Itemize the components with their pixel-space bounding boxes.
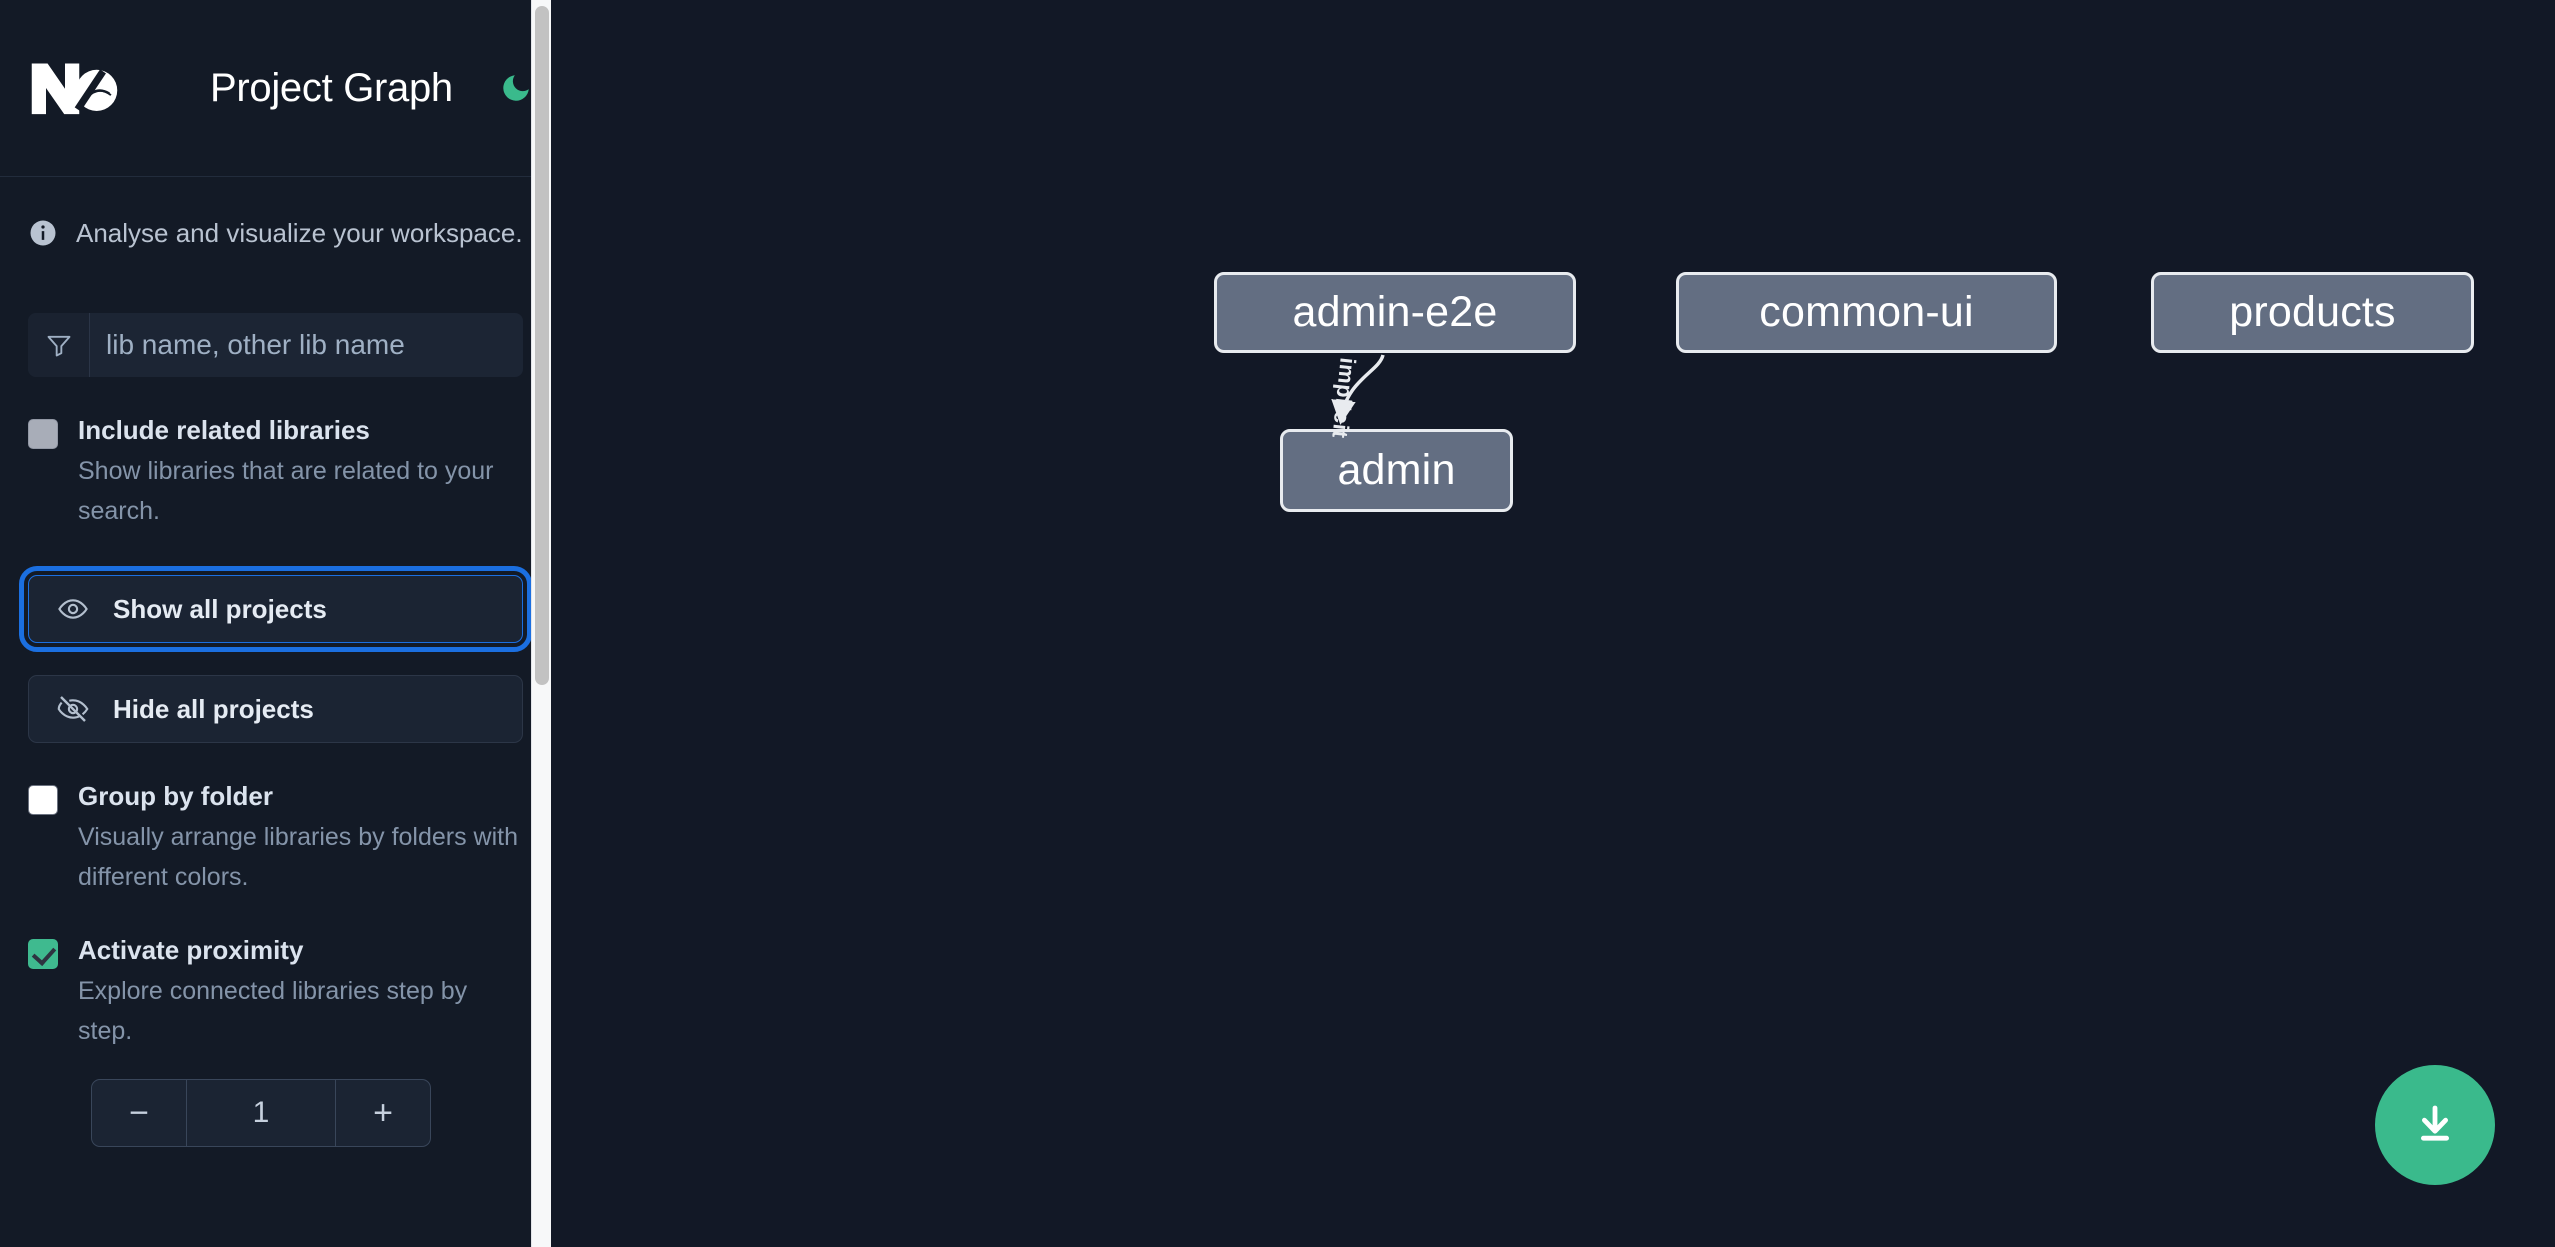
proximity-increment-button[interactable]: +	[335, 1080, 430, 1146]
sidebar-header: Project Graph	[0, 0, 551, 177]
include-related-libraries-label: Include related libraries	[78, 415, 370, 445]
info-icon	[28, 218, 58, 248]
hide-all-projects-label: Hide all projects	[113, 693, 314, 724]
download-icon	[2411, 1101, 2459, 1149]
option-activate-proximity: Activate proximity Explore connected lib…	[28, 933, 523, 1051]
search-box[interactable]	[28, 313, 523, 377]
option-texts: Include related libraries Show libraries…	[78, 413, 523, 531]
activate-proximity-checkbox[interactable]	[28, 939, 58, 969]
sidebar: Project Graph Analyse and visualize your…	[0, 0, 551, 1247]
include-related-libraries-description: Show libraries that are related to your …	[78, 457, 494, 525]
group-by-folder-checkbox[interactable]	[28, 785, 58, 815]
graph-edges	[1331, 354, 1385, 425]
option-group-by-folder: Group by folder Visually arrange librari…	[28, 779, 523, 897]
proximity-stepper: − 1 +	[91, 1079, 431, 1147]
edge-label-admin-implicit: implicit	[1327, 356, 1361, 440]
graph-node-admin-e2e[interactable]: admin-e2e	[1214, 272, 1576, 353]
search-input[interactable]	[90, 313, 523, 377]
proximity-decrement-button[interactable]: −	[92, 1080, 187, 1146]
graph-node-products[interactable]: products	[2151, 272, 2474, 353]
sidebar-scrollbar-track[interactable]	[531, 0, 551, 1247]
eye-off-icon	[57, 693, 89, 725]
group-by-folder-description: Visually arrange libraries by folders wi…	[78, 823, 519, 891]
graph-node-common-ui[interactable]: common-ui	[1676, 272, 2057, 353]
nx-logo-icon	[27, 57, 122, 119]
show-all-projects-label: Show all projects	[113, 593, 327, 624]
hide-all-projects-wrap: Hide all projects	[28, 675, 523, 743]
graph-canvas[interactable]: admin-e2e common-ui products store-e2e a…	[551, 0, 2555, 1247]
option-texts: Activate proximity Explore connected lib…	[78, 933, 523, 1051]
filter-icon	[28, 313, 90, 377]
sidebar-scrollbar-thumb[interactable]	[535, 6, 549, 685]
option-texts: Group by folder Visually arrange librari…	[78, 779, 523, 897]
show-all-projects-button[interactable]: Show all projects	[19, 566, 532, 652]
page-title: Project Graph	[210, 65, 453, 110]
eye-icon	[57, 593, 89, 625]
show-all-projects-wrap: Show all projects	[19, 566, 532, 652]
workspace-tagline: Analyse and visualize your workspace.	[28, 177, 523, 289]
group-by-folder-label: Group by folder	[78, 781, 273, 811]
search-row	[28, 313, 523, 377]
graph-node-admin[interactable]: admin	[1280, 429, 1513, 512]
sidebar-body: Analyse and visualize your workspace. In…	[0, 177, 551, 1147]
include-related-libraries-checkbox[interactable]	[28, 419, 58, 449]
activate-proximity-label: Activate proximity	[78, 935, 304, 965]
download-graph-button[interactable]	[2375, 1065, 2495, 1185]
option-include-related-libraries: Include related libraries Show libraries…	[28, 413, 523, 531]
proximity-value: 1	[252, 1096, 270, 1129]
moon-icon[interactable]	[495, 67, 537, 109]
tagline-text: Analyse and visualize your workspace.	[76, 217, 523, 248]
hide-all-projects-button[interactable]: Hide all projects	[28, 675, 523, 743]
activate-proximity-description: Explore connected libraries step by step…	[78, 977, 468, 1045]
